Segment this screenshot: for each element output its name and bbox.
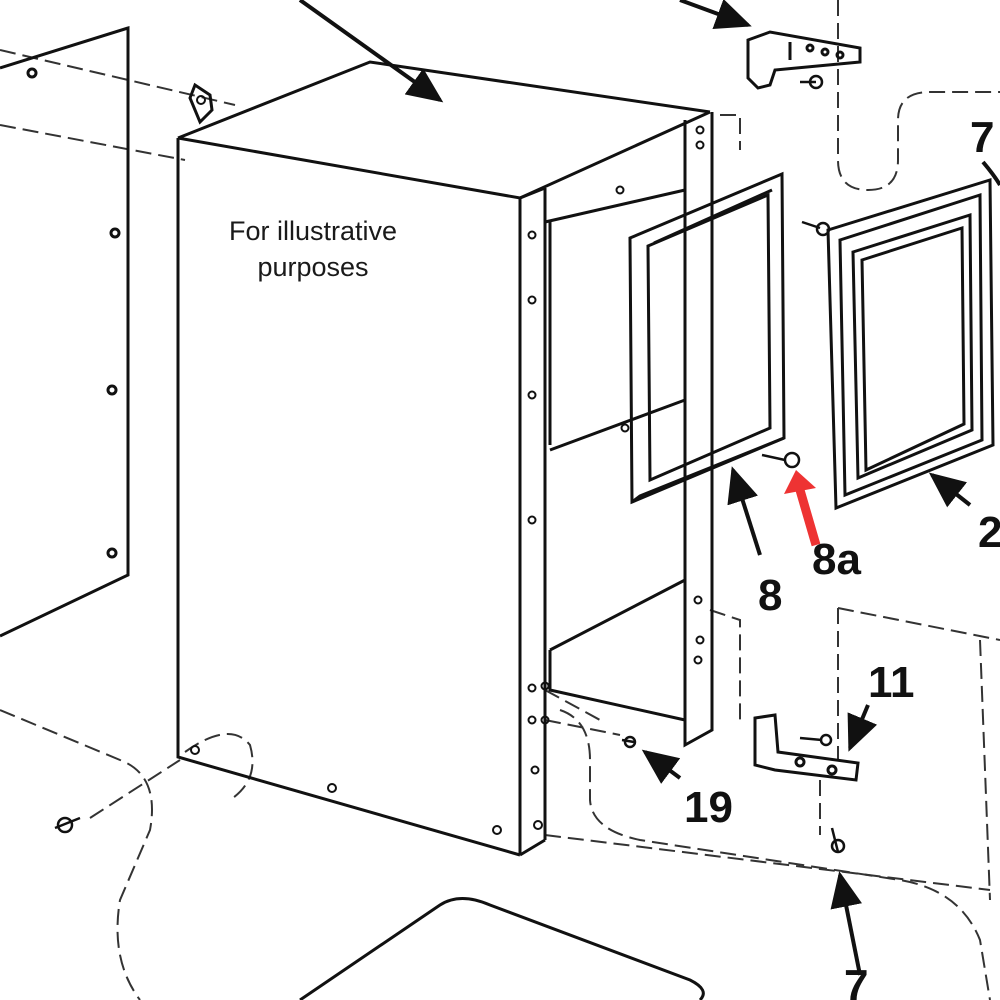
leader-arrows (298, 0, 1000, 976)
side-panel (0, 25, 130, 638)
highlight-arrow-8a (784, 470, 821, 547)
top-hinge (746, 30, 862, 90)
note-line-1: For illustrative (229, 216, 397, 246)
bottom-hinge (753, 713, 860, 782)
inner-door-frame (628, 171, 786, 505)
base-outline (299, 897, 705, 1000)
note-line-2: purposes (257, 252, 368, 282)
callout-7-bottom: 7 (844, 961, 868, 1000)
cabinet-body (176, 60, 714, 857)
callout-8a: 8a (812, 535, 861, 584)
callout-8: 8 (758, 571, 782, 620)
callout-7-top: 7 (970, 113, 994, 162)
callout-2: 2 (978, 508, 1000, 557)
screws (54, 74, 846, 854)
outer-door-frame (826, 177, 995, 511)
callout-11: 11 (868, 658, 915, 707)
cabinet-holes (190, 95, 705, 835)
callout-19: 19 (684, 783, 733, 832)
